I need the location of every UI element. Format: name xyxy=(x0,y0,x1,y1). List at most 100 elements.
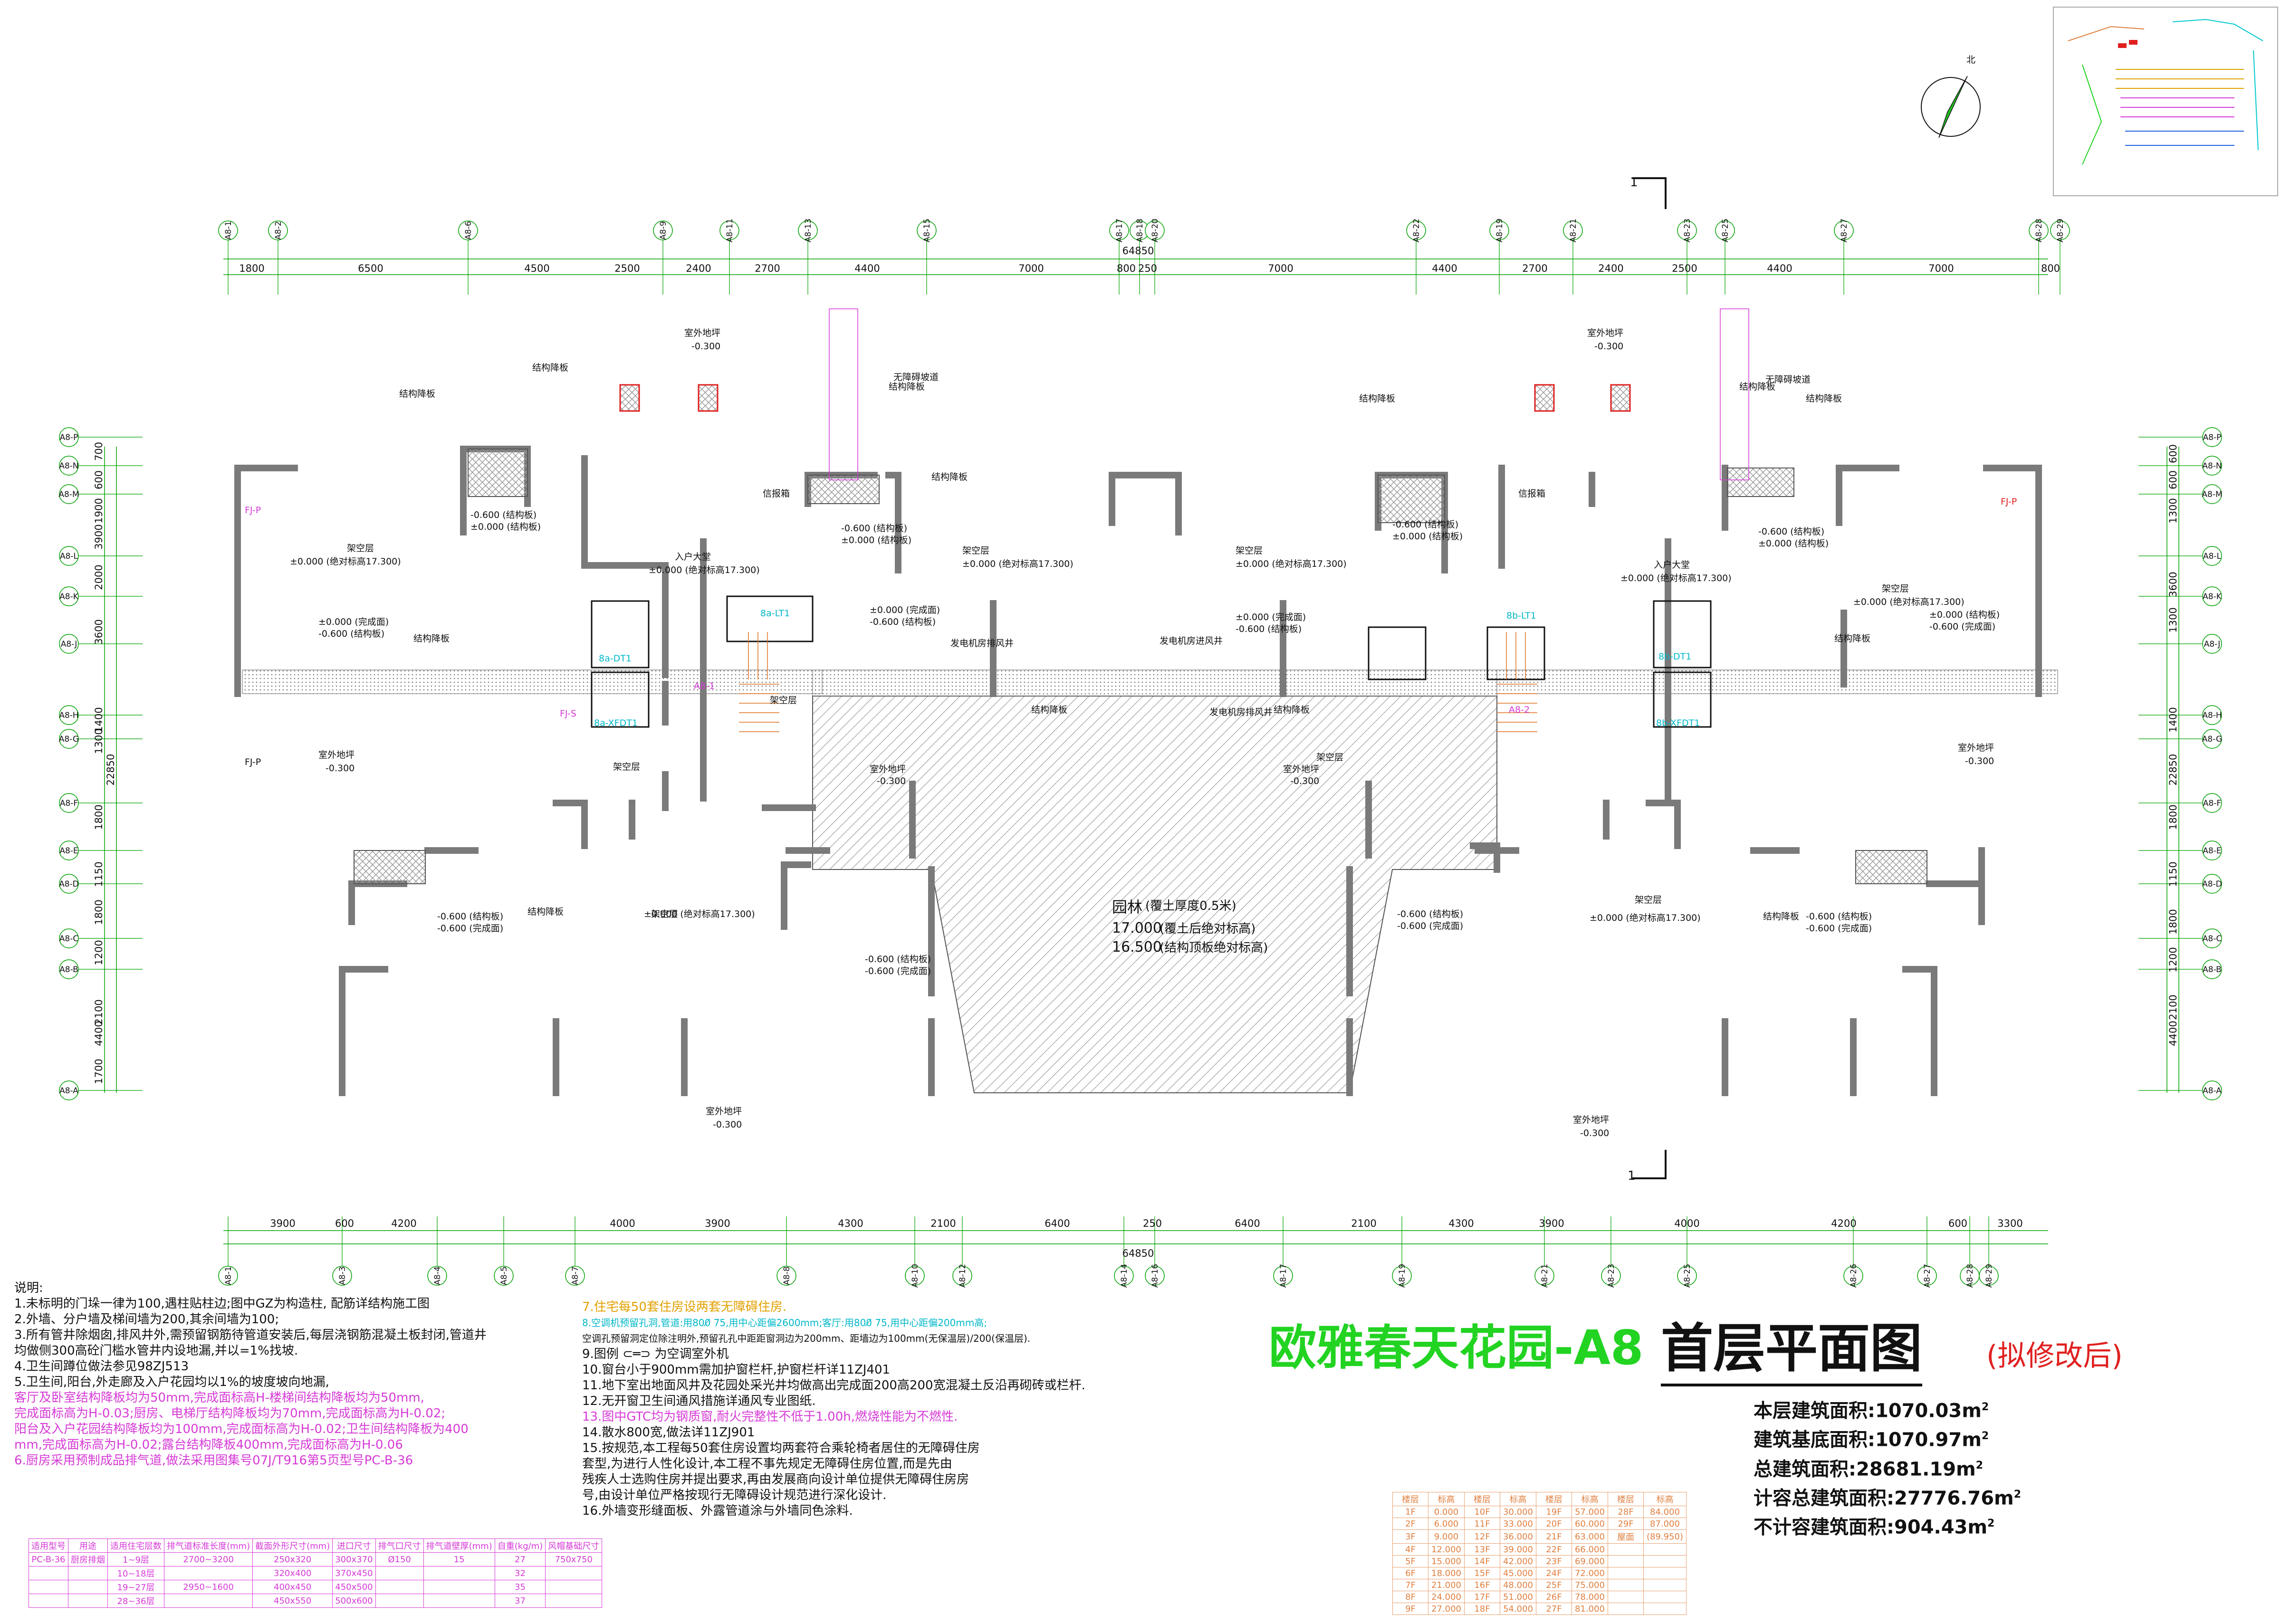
axis-bubble-right: A8-N xyxy=(2202,456,2222,476)
dimension-value: 700 xyxy=(93,442,105,461)
svg-text:-0.600 (结构板): -0.600 (结构板) xyxy=(1758,526,1824,537)
svg-text:入户大堂: 入户大堂 xyxy=(1654,560,1690,570)
axis-bubble-bottom: A8-21 xyxy=(1534,1264,1554,1288)
axis-bubble-right: A8-E xyxy=(2202,841,2222,860)
dimension-value: 800 xyxy=(1117,263,1136,274)
table-cell xyxy=(1607,1579,1644,1591)
axis-bubble-bottom: A8-17 xyxy=(1273,1264,1293,1288)
table-cell: 11F xyxy=(1464,1518,1500,1530)
table-cell xyxy=(375,1594,424,1608)
svg-text:架空层: 架空层 xyxy=(1316,752,1343,763)
dimension-value: 64850 xyxy=(1122,245,1154,257)
svg-text:室外地坪: 室外地坪 xyxy=(1958,743,1994,753)
svg-text:A8-14: A8-14 xyxy=(1120,1264,1129,1288)
axis-bubble-top: A8-15 xyxy=(917,219,937,242)
table-cell: 排气道标准长度(mm) xyxy=(163,1538,253,1553)
dimension-value: 4400 xyxy=(2167,1021,2179,1046)
svg-text:A8-A: A8-A xyxy=(59,1086,78,1096)
table-header-cell: 楼层 xyxy=(1535,1492,1572,1506)
svg-text:无障碍坡道: 无障碍坡道 xyxy=(893,372,939,382)
svg-text:架空层: 架空层 xyxy=(347,543,374,554)
svg-text:FJ-P: FJ-P xyxy=(245,505,261,516)
axis-bubble-right: A8-L xyxy=(2202,546,2222,566)
svg-text:A8-P: A8-P xyxy=(2203,433,2222,442)
table-cell: 12F xyxy=(1464,1529,1500,1544)
table-cell: 54.000 xyxy=(1499,1603,1536,1615)
dimension-value: 2100 xyxy=(1351,1218,1376,1229)
dimension-value: 2500 xyxy=(614,263,640,274)
table-cell: 5F xyxy=(1392,1555,1428,1567)
axis-bubble-top: A8-29 xyxy=(2050,219,2070,242)
dimension-lines xyxy=(104,258,2179,1244)
svg-text:A8-28: A8-28 xyxy=(1965,1264,1975,1288)
dimension-value: 3900 xyxy=(705,1218,730,1229)
svg-text:结构降板: 结构降板 xyxy=(399,389,435,399)
dimension-value: 1800 xyxy=(239,263,264,274)
barrier-free-ramps xyxy=(829,308,1749,480)
svg-text:架空层: 架空层 xyxy=(651,909,678,919)
axis-bubble-top: A8-11 xyxy=(719,219,739,242)
svg-text:信报箱: 信报箱 xyxy=(1518,488,1545,499)
note-line: 6.厨房采用预制成品排气道,做法采用图集号07J/T916第5页型号PC-B-3… xyxy=(14,1453,413,1468)
table-cell: 35 xyxy=(494,1580,546,1594)
dimension-value: 2700 xyxy=(755,263,780,274)
svg-text:室外地坪: 室外地坪 xyxy=(870,764,906,774)
svg-text:17.000: 17.000 xyxy=(1112,920,1162,936)
svg-text:±0.000 (结构板): ±0.000 (结构板) xyxy=(1392,531,1463,542)
svg-text:-0.300: -0.300 xyxy=(713,1119,742,1130)
svg-text:±0.000 (完成面): ±0.000 (完成面) xyxy=(870,605,940,615)
dimension-value: 4200 xyxy=(391,1218,416,1229)
axis-bubble-left: A8-B xyxy=(59,959,79,979)
table-cell xyxy=(1643,1603,1687,1615)
svg-text:FJ-S: FJ-S xyxy=(560,708,576,719)
axis-bubble-left: A8-G xyxy=(59,729,79,749)
svg-text:A8-27: A8-27 xyxy=(1840,219,1849,242)
table-cell xyxy=(1643,1543,1687,1556)
exhaust-duct-table: 适用型号用途适用住宅层数排气道标准长度(mm)截面外形尺寸(mm)进口尺寸排气口… xyxy=(29,1538,603,1608)
note-line: 9.图例 ⊂═⊃ 为空调室外机 xyxy=(582,1347,729,1361)
table-cell: 24F xyxy=(1535,1567,1572,1579)
lift-labels: 8a-LT1 8a-DT1 8a-XFDT1 8b-LT1 8b-DT1 8b-… xyxy=(245,497,2017,767)
svg-text:A8-L: A8-L xyxy=(60,552,78,561)
table-cell: 72.000 xyxy=(1571,1567,1608,1579)
svg-text:架空层: 架空层 xyxy=(1236,545,1263,556)
svg-text:1: 1 xyxy=(1628,1169,1636,1183)
svg-text:±0.000 (完成面): ±0.000 (完成面) xyxy=(1236,612,1306,622)
table-cell: 63.000 xyxy=(1571,1529,1608,1544)
table-cell: Ø150 xyxy=(375,1552,424,1567)
svg-text:室外地坪: 室外地坪 xyxy=(1573,1115,1609,1125)
dimension-value: 7000 xyxy=(1268,263,1293,274)
svg-text:发电机房排风井: 发电机房排风井 xyxy=(950,638,1014,649)
dimension-value: 1150 xyxy=(2167,861,2179,887)
svg-text:A8-B: A8-B xyxy=(59,965,78,974)
axis-bubble-left: A8-N xyxy=(59,456,79,476)
axis-bubble-right: A8-D xyxy=(2202,874,2222,894)
table-cell xyxy=(1643,1579,1687,1591)
axis-bubble-left: A8-K xyxy=(59,586,79,606)
table-cell: PC-B-36 xyxy=(29,1552,68,1567)
table-cell: 27.000 xyxy=(1428,1603,1465,1615)
axis-bubble-left: A8-M xyxy=(58,484,79,504)
general-notes-left: 说明: 1.未标明的门垛一律为100,遇柱贴柱边;图中GZ为构造柱, 配筋详结构… xyxy=(14,1280,561,1469)
area-row: 本层建筑面积:1070.03m2 xyxy=(1754,1400,1989,1422)
svg-text:±0.000 (绝对标高17.300): ±0.000 (绝对标高17.300) xyxy=(1236,559,1347,569)
dimension-value: 1700 xyxy=(93,1059,105,1084)
svg-text:±0.000 (绝对标高17.300): ±0.000 (绝对标高17.300) xyxy=(649,565,760,575)
note-line: 阳台及入户花园结构降板均为100mm,完成面标高为H-0.02;卫生间结构降板为… xyxy=(14,1422,469,1436)
table-header-cell: 标高 xyxy=(1499,1492,1536,1506)
table-cell xyxy=(375,1580,424,1594)
garden-area xyxy=(812,696,1497,1093)
note-line: 5.卫生间,阳台,外走廊及入户花园均以1%的坡度坡向地漏, xyxy=(14,1375,329,1389)
axis-bubble-right: A8-B xyxy=(2202,959,2222,979)
table-cell: 60.000 xyxy=(1571,1518,1608,1530)
svg-text:±0.000 (绝对标高17.300): ±0.000 (绝对标高17.300) xyxy=(644,909,755,919)
table-cell: 自重(kg/m) xyxy=(494,1538,546,1553)
dimension-value: 600 xyxy=(2167,470,2179,489)
dimension-value: 1800 xyxy=(2167,909,2179,934)
table-cell xyxy=(163,1566,253,1580)
svg-text:±0.000 (结构板): ±0.000 (结构板) xyxy=(841,535,911,545)
table-cell: 42.000 xyxy=(1499,1555,1536,1567)
note-line: 客厅及卧室结构降板均为50mm,完成面标高H-楼梯间结构降板均为50mm, xyxy=(14,1391,424,1405)
axis-bubble-bottom: A8-26 xyxy=(1843,1264,1863,1288)
